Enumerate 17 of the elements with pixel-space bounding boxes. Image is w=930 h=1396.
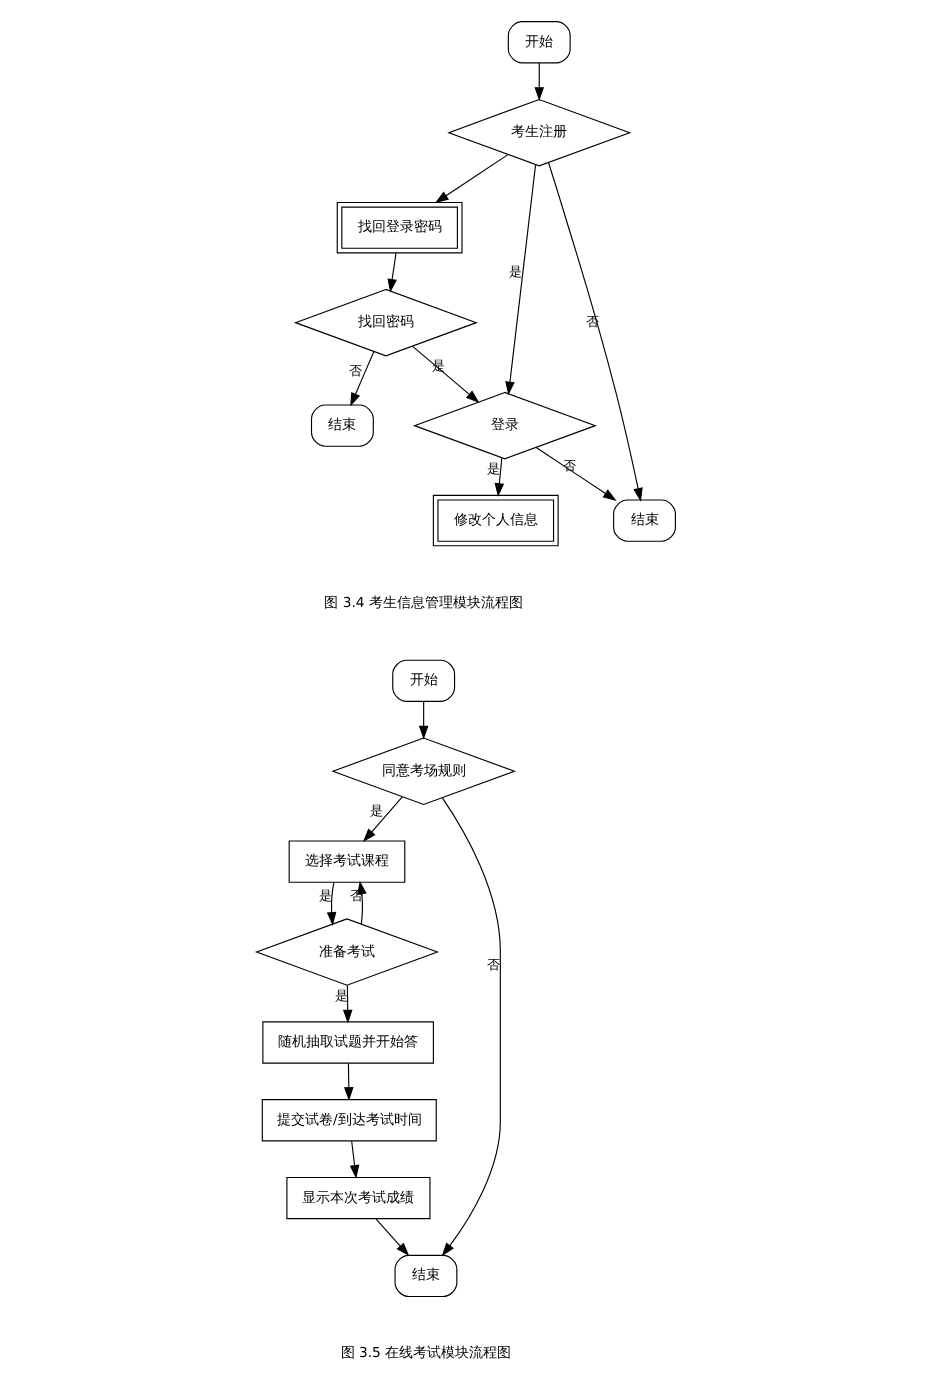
arrow xyxy=(325,881,336,926)
arrow xyxy=(348,1140,359,1179)
arrow xyxy=(504,164,536,396)
arrow xyxy=(342,1062,353,1101)
arrow xyxy=(493,457,504,497)
arrow xyxy=(349,351,374,407)
arrow xyxy=(546,161,642,502)
arrow xyxy=(417,700,428,740)
arrow xyxy=(374,1218,409,1257)
arrow xyxy=(433,154,508,204)
arrow xyxy=(361,796,402,843)
arrow xyxy=(410,345,479,403)
arrow xyxy=(386,252,396,293)
arrow xyxy=(341,984,352,1024)
arrow xyxy=(534,447,616,501)
arrow xyxy=(533,62,544,101)
arrow xyxy=(440,797,500,1257)
